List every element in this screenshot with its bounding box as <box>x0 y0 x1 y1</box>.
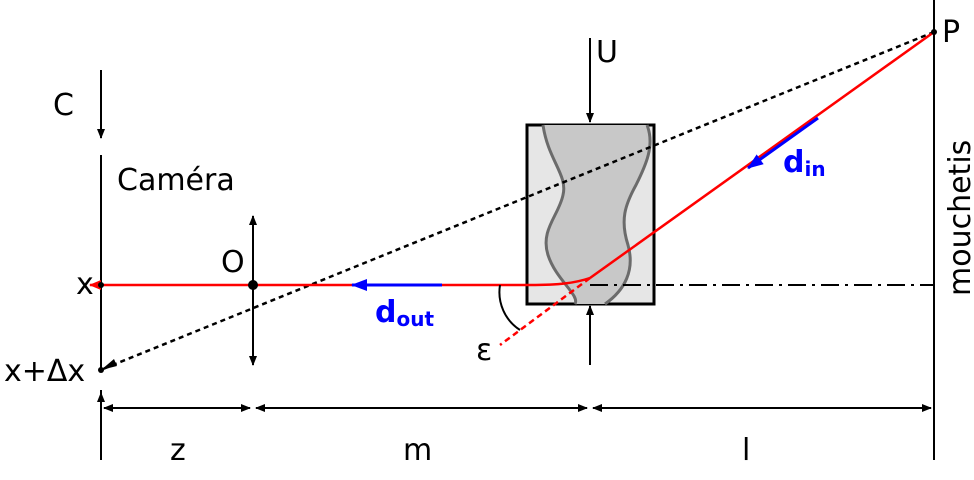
label-z: z <box>170 433 186 468</box>
point-p <box>931 29 937 35</box>
refracted-ray <box>89 276 591 290</box>
point-o <box>248 280 258 290</box>
label-x: x <box>76 267 94 302</box>
label-x-dx: x+Δx <box>4 354 85 389</box>
label-o: O <box>221 245 245 280</box>
undeviated-ray-arrowhead-tip <box>101 359 117 370</box>
label-epsilon: ε <box>476 333 492 368</box>
label-l: l <box>742 433 750 468</box>
label-c: C <box>53 88 74 123</box>
label-m: m <box>403 433 432 468</box>
point-x-dx <box>98 367 104 373</box>
d-in-vector <box>747 116 819 170</box>
label-p: P <box>942 15 960 50</box>
label-camera: Caméra <box>117 163 235 198</box>
point-x <box>98 282 104 288</box>
label-d-in: din <box>783 145 826 181</box>
label-u: U <box>596 35 618 70</box>
label-mouchetis: mouchetis <box>943 140 974 296</box>
epsilon-arc <box>498 284 521 331</box>
label-d-out: dout <box>375 295 434 331</box>
extension-ray <box>499 276 591 347</box>
undeviated-ray <box>102 30 935 371</box>
